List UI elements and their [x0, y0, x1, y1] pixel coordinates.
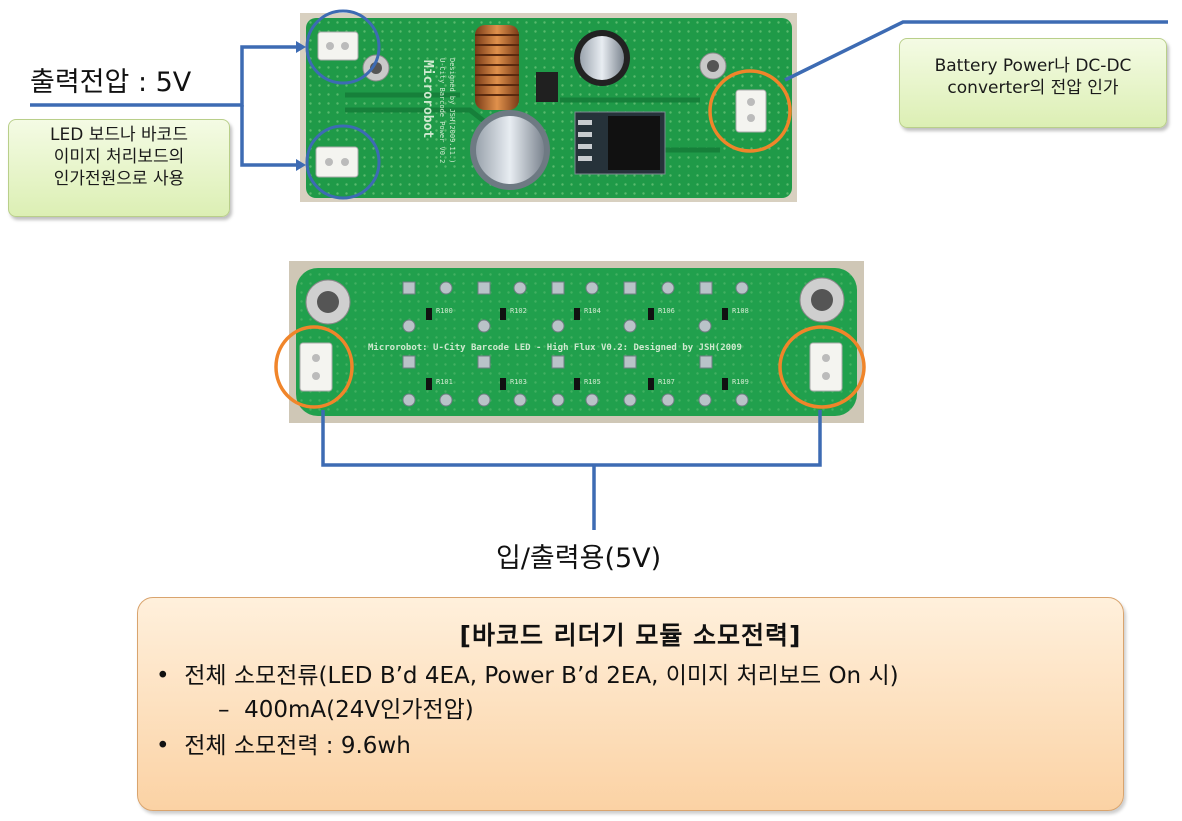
led-board-photo: R100 R102 R104 R106 R108 R101 R103 R105 … [289, 261, 864, 423]
resistor-label: R105 [584, 378, 601, 386]
power-input-line-2: converter의 전압 인가 [947, 78, 1119, 99]
power-board-photo: Microrobot U-City Barcode Power V0.2 Des… [300, 13, 797, 202]
resistor-label: R101 [436, 378, 453, 386]
power-output-connector-top [317, 31, 359, 61]
power-input-connector [735, 89, 767, 133]
resistor-label: R106 [658, 307, 675, 315]
power-output-connector-bottom [315, 146, 359, 178]
io-label: 입/출력용(5V) [496, 543, 662, 574]
summary-bullet-1-text: 전체 소모전류(LED B’d 4EA, Power B’d 2EA, 이미지 … [184, 663, 899, 689]
orange-circle-led-left [274, 325, 354, 409]
highlight-circles [274, 9, 866, 409]
power-input-line-1: Battery Power나 DC-DC [934, 56, 1132, 76]
summary-bullet-2-text: 전체 소모전력 : 9.6wh [184, 733, 411, 759]
resistor-label: R104 [584, 307, 601, 315]
usage-callout: LED 보드나 바코드 이미지 처리보드의 인가전원으로 사용 [8, 119, 230, 217]
led-board-silk-text: Microrobot: U-City Barcode LED - High Fl… [368, 342, 742, 353]
resistor-label: R103 [510, 378, 527, 386]
blue-circle-top-connector [305, 9, 381, 85]
bullet-dot: • [156, 733, 170, 759]
summary-sub-1: – 400mA(24V인가전압) [218, 690, 474, 724]
resistor-label: R102 [510, 307, 527, 315]
power-board-silk-line-1: U-City Barcode Power V0.2 [438, 58, 446, 163]
orange-circle-led-right [778, 325, 866, 409]
annotation-lines [30, 20, 1168, 530]
led-board-connector-right [809, 342, 843, 392]
summary-bullet-1: • 전체 소모전류(LED B’d 4EA, Power B’d 2EA, 이미… [156, 656, 899, 690]
line-power-input [784, 20, 1168, 82]
resistor-label: R109 [732, 378, 749, 386]
resistor-label: R107 [658, 378, 675, 386]
summary-title: [바코드 리더기 모듈 소모전력] [459, 621, 802, 650]
usage-line-1: LED 보드나 바코드 [50, 125, 188, 145]
power-summary-box: [바코드 리더기 모듈 소모전력] • 전체 소모전류(LED B’d 4EA,… [137, 597, 1124, 811]
output-voltage-label: 출력전압 : 5V [30, 67, 192, 98]
led-board-connector-left [299, 342, 333, 392]
bullet-dot: • [156, 663, 170, 689]
usage-line-2: 이미지 처리보드의 [53, 147, 185, 168]
resistor-label: R100 [436, 307, 453, 315]
power-board-silk-line-2: Designed by JSH(2009.11.) [448, 58, 456, 163]
bracket-led-io [321, 410, 822, 467]
usage-line-3: 인가전원으로 사용 [53, 169, 185, 190]
dash-marker: – [218, 697, 230, 723]
summary-bullet-2: • 전체 소모전력 : 9.6wh [156, 726, 411, 760]
power-input-callout: Battery Power나 DC-DC converter의 전압 인가 [899, 38, 1167, 128]
resistor-label: R108 [732, 307, 749, 315]
orange-circle-power-input [708, 69, 792, 153]
blue-circle-bottom-connector [305, 124, 381, 200]
line-output-top [30, 45, 300, 107]
power-board-silk-main: Microrobot [420, 60, 435, 138]
summary-sub-1-text: 400mA(24V인가전압) [244, 697, 474, 723]
line-output-bottom [240, 105, 300, 167]
